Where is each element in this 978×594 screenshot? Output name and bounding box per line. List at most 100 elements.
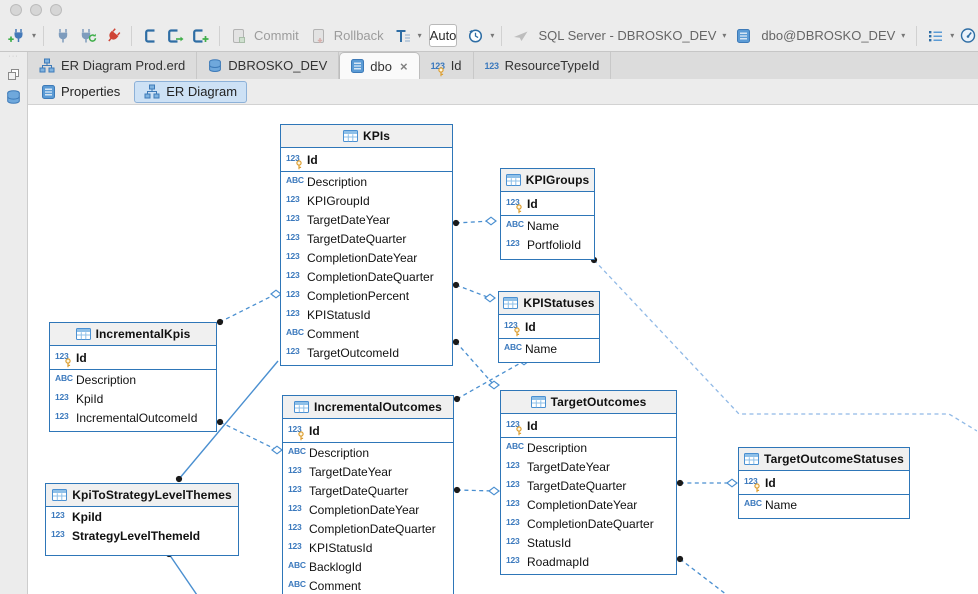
new-connection-dropdown[interactable]: ▾ xyxy=(32,30,37,40)
open-sql-editor-button[interactable] xyxy=(139,24,162,48)
commit-button[interactable] xyxy=(227,24,250,48)
editor-tab-er-diagram-prod-erd[interactable]: ER Diagram Prod.erd xyxy=(28,52,198,79)
new-connection-button[interactable] xyxy=(6,24,29,48)
relationship-line[interactable] xyxy=(455,284,491,299)
restore-panel-button[interactable] xyxy=(7,68,20,81)
connect-button[interactable] xyxy=(51,24,74,48)
view-tab-properties[interactable]: Properties xyxy=(32,81,130,103)
string-type-icon: ABC xyxy=(288,445,306,456)
connection-selector[interactable]: SQL Server - DBROSKO_DEV▾ xyxy=(538,28,726,43)
relationship-line[interactable] xyxy=(456,489,495,492)
close-tab-icon[interactable]: × xyxy=(399,58,408,74)
dashboard-button[interactable] xyxy=(956,24,978,48)
relationship-line[interactable] xyxy=(219,421,278,451)
transaction-log-icon xyxy=(396,29,411,42)
schema-selector[interactable]: dbo@DBROSKO_DEV▾ xyxy=(761,28,905,43)
transaction-mode-button[interactable] xyxy=(392,24,415,48)
transaction-auto-combo[interactable]: Auto xyxy=(428,24,458,47)
relationship-line[interactable] xyxy=(219,293,277,323)
column-name: KPIStatusId xyxy=(309,540,373,555)
reconnect-button[interactable] xyxy=(76,24,99,48)
relationship-line[interactable] xyxy=(593,259,977,432)
relationship-line[interactable] xyxy=(456,360,525,400)
transaction-mode-dropdown[interactable]: ▾ xyxy=(417,30,422,40)
new-sql-editor-button[interactable] xyxy=(189,24,212,48)
zoom-window-button[interactable] xyxy=(50,4,62,16)
view-menu-dropdown[interactable]: ▾ xyxy=(950,30,955,40)
editor-tab-dbo[interactable]: dbo× xyxy=(339,52,420,79)
new-sql-script-button[interactable] xyxy=(164,24,187,48)
launch-button[interactable] xyxy=(509,24,532,48)
view-tab-er-diagram[interactable]: ER Diagram xyxy=(134,80,248,103)
transaction-history-button[interactable] xyxy=(464,24,487,48)
relationship-line[interactable] xyxy=(679,558,727,594)
close-window-button[interactable] xyxy=(10,4,22,16)
editor-tab-dbrosko-dev[interactable]: DBROSKO_DEV xyxy=(197,52,340,79)
relationship-line[interactable] xyxy=(178,360,279,480)
rollback-button[interactable] xyxy=(307,24,330,48)
rail-grip[interactable]: ··· xyxy=(8,53,19,60)
minimize-window-button[interactable] xyxy=(30,4,42,16)
relationship-line[interactable] xyxy=(168,553,198,594)
view-menu-button[interactable] xyxy=(924,24,947,48)
database-navigator-button[interactable] xyxy=(6,90,21,105)
connection-diamond-endpoint xyxy=(485,216,497,226)
relationship-line[interactable] xyxy=(455,341,495,386)
relationship-line[interactable] xyxy=(455,220,492,224)
transaction-history-dropdown[interactable]: ▾ xyxy=(490,30,495,40)
disconnect-button[interactable] xyxy=(101,24,124,48)
